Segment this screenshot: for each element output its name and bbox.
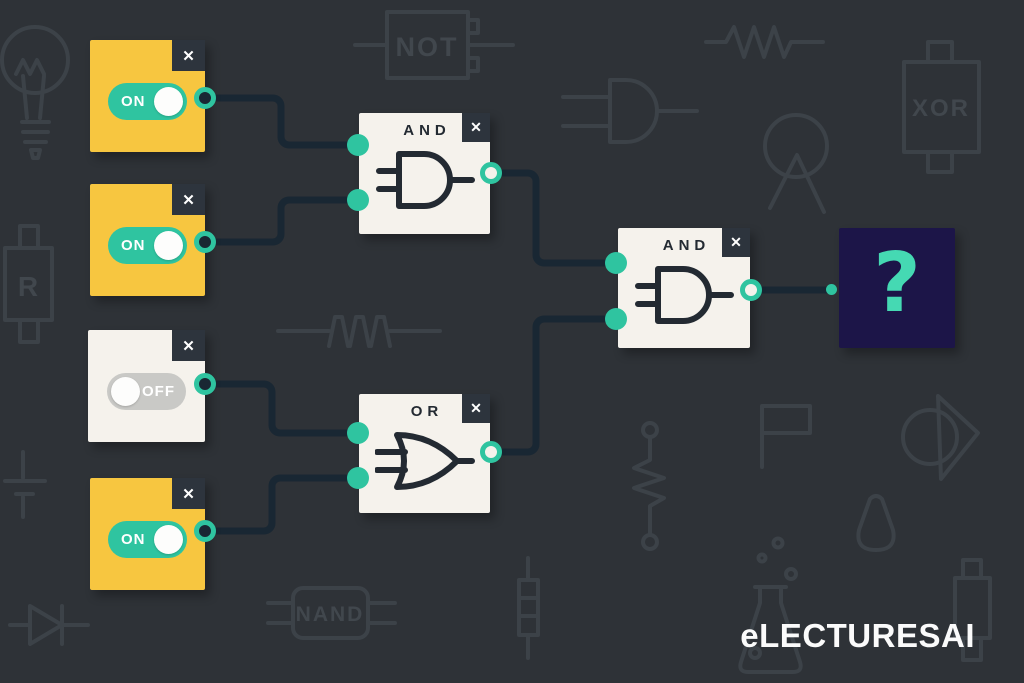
input-port[interactable] — [347, 189, 369, 211]
input-node-1[interactable]: ✕ ON — [90, 40, 205, 152]
toggle-switch[interactable]: ON — [108, 82, 187, 120]
toggle-knob — [154, 524, 183, 554]
output-port[interactable] — [194, 87, 216, 109]
output-port[interactable] — [194, 231, 216, 253]
close-icon: ✕ — [182, 337, 195, 355]
gate-label: OR — [410, 403, 444, 420]
input-port[interactable] — [347, 422, 369, 444]
close-icon: ✕ — [470, 400, 482, 416]
input-node-4[interactable]: ✕ ON — [90, 478, 205, 590]
output-port[interactable] — [480, 441, 502, 463]
close-icon: ✕ — [730, 234, 742, 250]
and-gate-symbol — [635, 266, 734, 324]
and-gate-icon — [561, 78, 699, 144]
wire — [201, 196, 362, 246]
close-icon: ✕ — [470, 119, 482, 135]
antenna-icon — [763, 113, 829, 214]
xor-label: XOR — [912, 95, 970, 122]
flask-icon — [738, 585, 803, 674]
brand-watermark: eLECTURESAI — [740, 617, 975, 654]
input-port[interactable] — [605, 308, 627, 330]
input-node-3[interactable]: ✕ OFF — [88, 330, 205, 442]
light-bulb-icon — [0, 25, 70, 160]
not-label: NOT — [396, 32, 459, 62]
unknown-output-label: ? — [873, 236, 921, 331]
wire — [201, 380, 362, 437]
resistor-chip-r-icon: R — [3, 224, 54, 344]
pulse-train-icon — [276, 315, 442, 348]
toggle-knob — [154, 230, 183, 260]
battery-icon — [3, 450, 47, 519]
close-button[interactable]: ✕ — [172, 330, 205, 361]
diode-icon — [8, 604, 90, 646]
output-port[interactable] — [194, 373, 216, 395]
bubbles-icon — [756, 536, 798, 581]
input-node-2[interactable]: ✕ ON — [90, 184, 205, 296]
input-port[interactable] — [347, 134, 369, 156]
close-button[interactable]: ✕ — [172, 40, 205, 71]
close-icon: ✕ — [182, 47, 195, 65]
toggle-state-label: ON — [121, 92, 146, 110]
and-gate-node-2[interactable]: ✕ AND — [618, 228, 750, 348]
coil-spring-icon — [632, 421, 666, 551]
wire-end-dot — [826, 284, 837, 295]
nand-chip-icon: NAND — [266, 586, 397, 640]
toggle-switch[interactable]: OFF — [107, 372, 186, 410]
output-port[interactable] — [480, 162, 502, 184]
close-icon: ✕ — [182, 191, 195, 209]
wire — [487, 315, 620, 456]
close-button[interactable]: ✕ — [172, 478, 205, 509]
close-button[interactable]: ✕ — [462, 394, 490, 423]
resistor-vertical-icon — [517, 556, 540, 660]
xor-chip-icon: XOR — [902, 40, 981, 174]
close-button[interactable]: ✕ — [722, 228, 750, 257]
play-pointer-icon — [901, 394, 980, 481]
close-icon: ✕ — [182, 485, 195, 503]
not-chip-icon: NOT — [353, 10, 515, 80]
nand-label: NAND — [296, 603, 365, 626]
gate-label: AND — [403, 122, 451, 139]
or-gate-symbol — [374, 432, 475, 490]
toggle-switch[interactable]: ON — [108, 226, 187, 264]
toggle-knob — [111, 376, 140, 406]
toggle-state-label: OFF — [142, 382, 175, 400]
gate-label: AND — [662, 237, 711, 254]
close-button[interactable]: ✕ — [462, 113, 490, 142]
capacitor-vertical-icon — [953, 558, 992, 662]
toggle-state-label: ON — [121, 530, 146, 548]
toggle-switch[interactable]: ON — [108, 520, 187, 558]
or-gate-node[interactable]: ✕ OR — [359, 394, 490, 513]
flag-icon — [760, 404, 812, 469]
toggle-knob — [154, 86, 183, 116]
resistor-zigzag-icon — [704, 25, 825, 59]
drop-icon — [856, 494, 896, 552]
output-port[interactable] — [194, 520, 216, 542]
toggle-state-label: ON — [121, 236, 146, 254]
output-node[interactable]: ? — [839, 228, 955, 348]
output-port[interactable] — [740, 279, 762, 301]
r-label: R — [18, 271, 40, 302]
and-gate-node-1[interactable]: ✕ AND — [359, 113, 490, 234]
input-port[interactable] — [605, 252, 627, 274]
input-port[interactable] — [347, 467, 369, 489]
close-button[interactable]: ✕ — [172, 184, 205, 215]
wire — [201, 94, 362, 149]
and-gate-symbol — [375, 151, 475, 209]
wire — [201, 474, 362, 535]
wire — [487, 169, 620, 267]
